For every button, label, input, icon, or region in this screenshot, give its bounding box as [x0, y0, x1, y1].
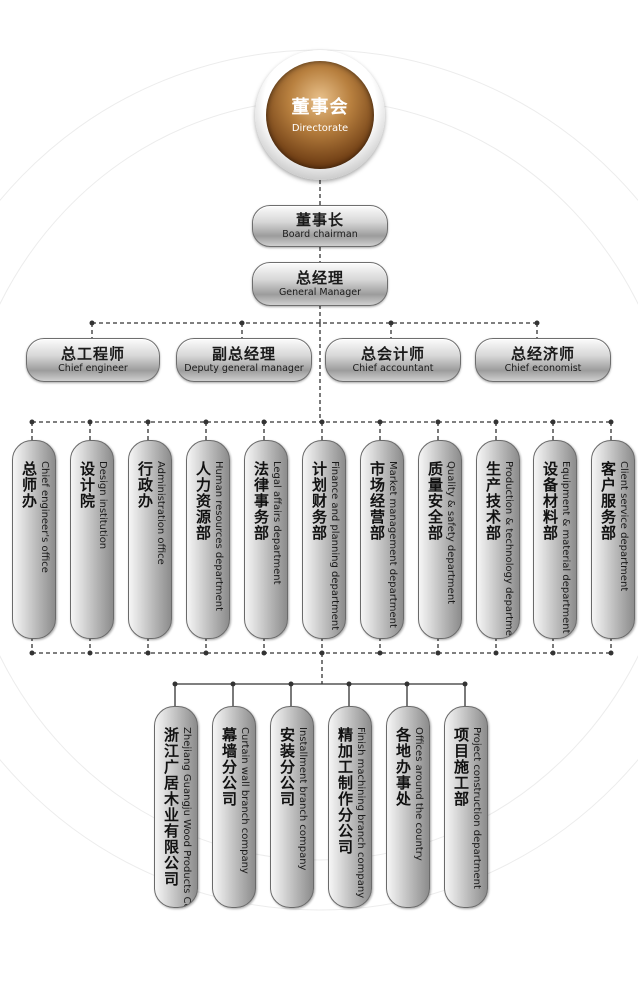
node-title-zh: 董事长	[295, 210, 344, 229]
node-title-en: General Manager	[278, 286, 362, 298]
node-title-en: Curtain wall branch company	[239, 727, 250, 874]
branch-node: 项目施工部 Project construction department	[444, 706, 488, 908]
department-node: 设计院 Design institution	[70, 440, 114, 639]
node-title-zh: 人力资源部	[194, 461, 212, 541]
node-title-en: Production & technology department	[503, 461, 514, 639]
node-title-zh: 设备材料部	[541, 461, 559, 541]
node-title-en: Chief economist	[504, 362, 582, 374]
node-title-zh: 客户服务部	[599, 461, 617, 541]
node-title-en: Finish machining branch company	[355, 727, 366, 899]
department-node: 质量安全部 Quality & safety department	[418, 440, 462, 639]
node-title-en: Finance and planning department	[329, 461, 340, 631]
node-title-en: Market management department	[387, 461, 398, 628]
department-node: 市场经营部 Market management department	[360, 440, 404, 639]
department-node: 生产技术部 Production & technology department	[476, 440, 520, 639]
department-node: 行政办 Administration office	[128, 440, 172, 639]
directorate-title-en: Directorate	[291, 122, 349, 134]
node-title-en: Client service department	[618, 461, 629, 592]
department-node: 总师办 Chief engineer's office	[12, 440, 56, 639]
node-title-en: Quality & safety department	[445, 461, 456, 605]
node-title-en: Chief engineer's office	[39, 461, 50, 573]
connector-dots	[29, 320, 614, 687]
directorate-node: 董事会 Directorate	[255, 50, 385, 180]
node-title-zh: 行政办	[136, 461, 154, 509]
branch-node: 浙江广居木业有限公司 Zhejiang Guangju Wood Product…	[154, 706, 198, 908]
node-title-en: Zhejiang Guangju Wood Products Co., Ltd.	[181, 727, 192, 908]
node-title-zh: 浙江广居木业有限公司	[162, 727, 180, 887]
node-title-zh: 幕墙分公司	[220, 727, 238, 807]
node-title-zh: 精加工制作分公司	[336, 727, 354, 855]
executive-node: 总经济师 Chief economist	[475, 338, 611, 382]
directorate-title-zh: 董事会	[291, 96, 349, 118]
executive-node: 总工程师 Chief engineer	[26, 338, 160, 382]
node-title-zh: 质量安全部	[426, 461, 444, 541]
department-node: 计划财务部 Finance and planning department	[302, 440, 346, 639]
board-chairman-node: 董事长 Board chairman	[252, 205, 388, 247]
node-title-en: Offices around the country	[413, 727, 424, 861]
node-title-en: Human resources department	[213, 461, 224, 612]
node-title-en: Design institution	[97, 461, 108, 550]
branch-connector-lines	[174, 683, 466, 706]
node-title-en: Deputy general manager	[184, 362, 304, 374]
node-title-zh: 市场经营部	[368, 461, 386, 541]
node-title-zh: 各地办事处	[394, 727, 412, 807]
branch-node: 安装分公司 Installment branch company	[270, 706, 314, 908]
node-title-zh: 项目施工部	[452, 727, 470, 807]
department-node: 设备材料部 Equipment & material department	[533, 440, 577, 639]
node-title-en: Administration office	[155, 461, 166, 565]
node-title-zh: 总会计师	[360, 344, 425, 363]
node-title-zh: 法律事务部	[252, 461, 270, 541]
node-title-en: Installment branch company	[297, 727, 308, 871]
node-title-en: Chief accountant	[352, 362, 434, 374]
node-title-zh: 计划财务部	[310, 461, 328, 541]
node-title-en: Legal affairs department	[271, 461, 282, 585]
branch-node: 精加工制作分公司 Finish machining branch company	[328, 706, 372, 908]
node-title-zh: 副总经理	[211, 344, 276, 363]
node-title-en: Board chairman	[282, 228, 358, 240]
general-manager-node: 总经理 General Manager	[252, 262, 388, 306]
node-title-zh: 总经理	[295, 268, 344, 287]
executive-node: 总会计师 Chief accountant	[325, 338, 461, 382]
branch-node: 各地办事处 Offices around the country	[386, 706, 430, 908]
node-title-zh: 设计院	[78, 461, 96, 509]
node-title-zh: 生产技术部	[484, 461, 502, 541]
node-title-en: Equipment & material department	[560, 461, 571, 634]
directorate-medallion: 董事会 Directorate	[266, 61, 374, 169]
node-title-en: Chief engineer	[58, 362, 128, 374]
department-node: 法律事务部 Legal affairs department	[244, 440, 288, 639]
department-node: 客户服务部 Client service department	[591, 440, 635, 639]
node-title-zh: 总经济师	[510, 344, 575, 363]
node-title-zh: 总工程师	[60, 344, 125, 363]
node-title-zh: 安装分公司	[278, 727, 296, 807]
node-title-en: Project construction department	[471, 727, 482, 889]
branch-node: 幕墙分公司 Curtain wall branch company	[212, 706, 256, 908]
node-title-zh: 总师办	[20, 461, 38, 509]
executive-node: 副总经理 Deputy general manager	[176, 338, 312, 382]
department-node: 人力资源部 Human resources department	[186, 440, 230, 639]
